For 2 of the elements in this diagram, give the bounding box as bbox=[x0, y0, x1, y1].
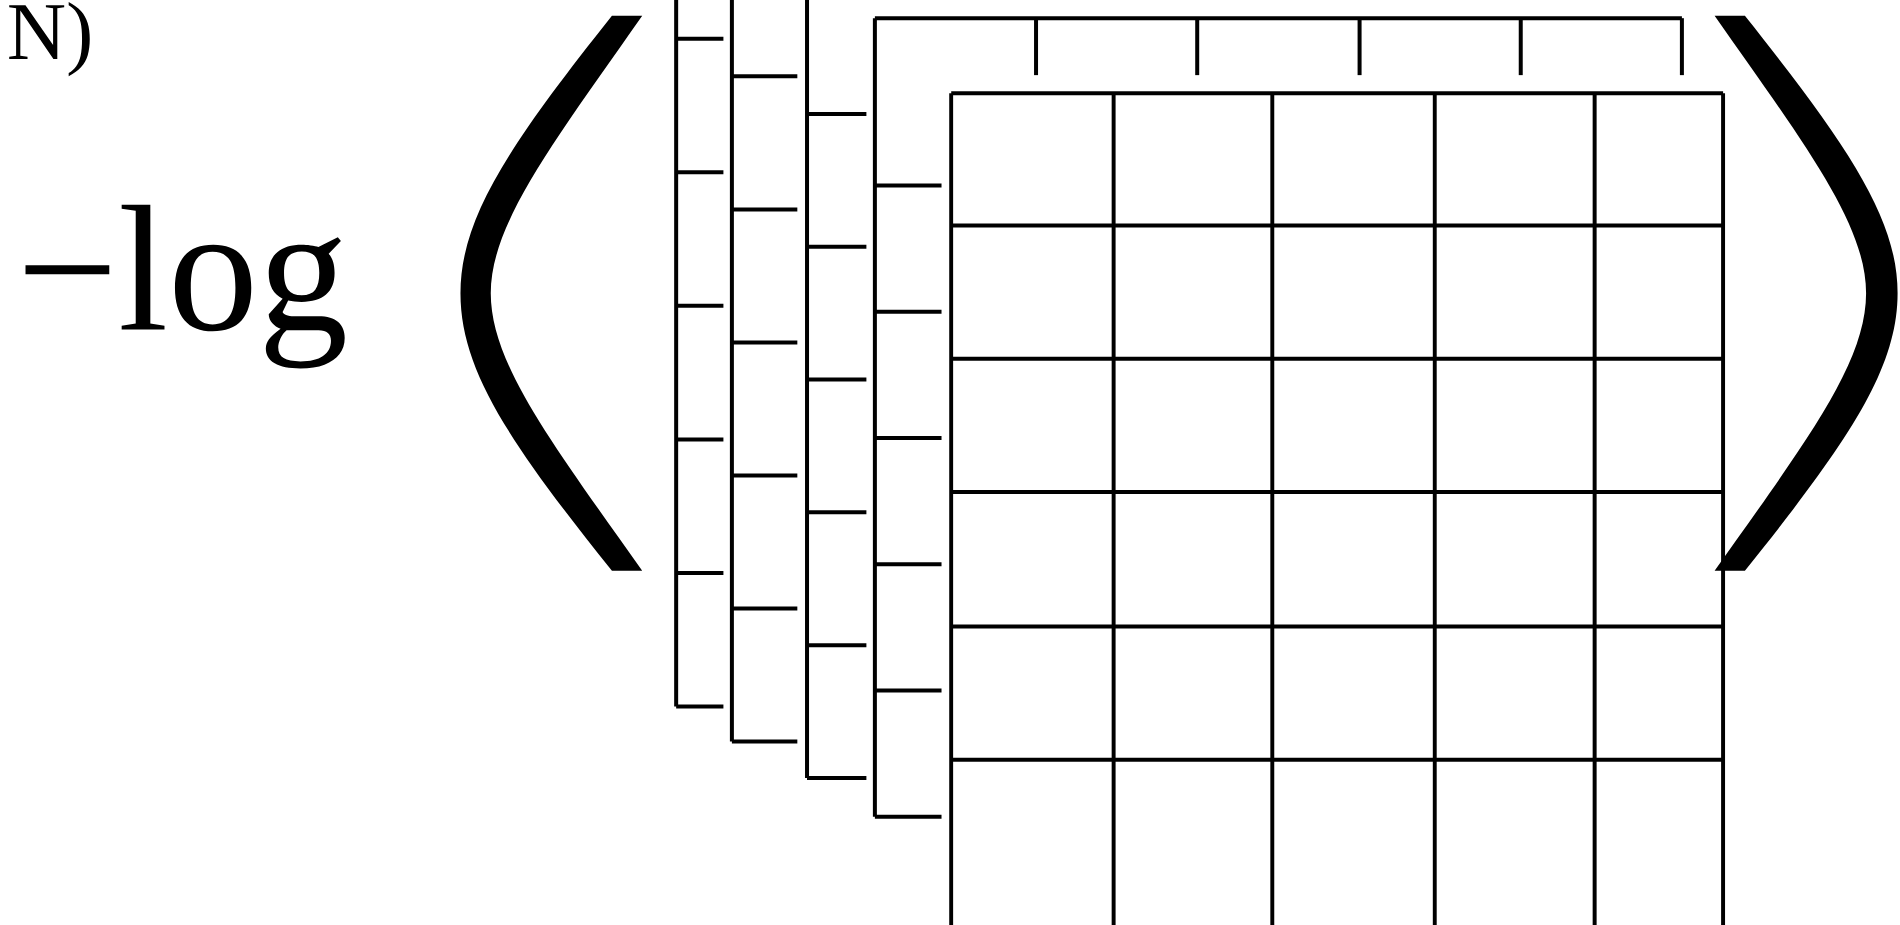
formula-text: −log bbox=[25, 204, 345, 369]
formula-text: N) bbox=[9, 2, 90, 77]
